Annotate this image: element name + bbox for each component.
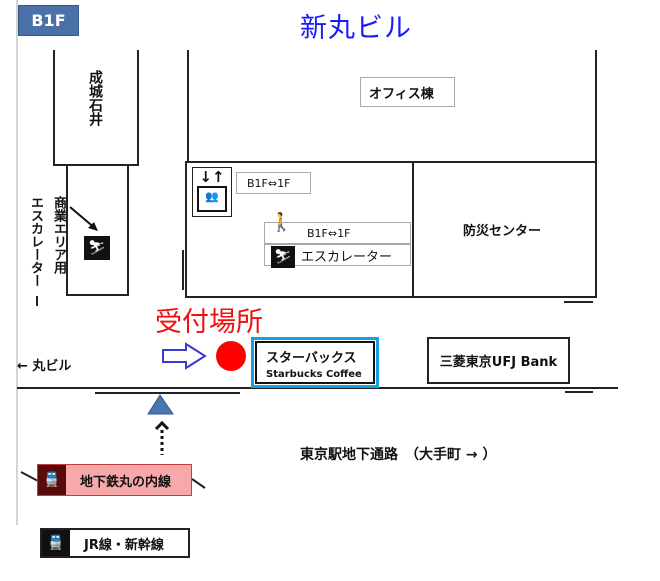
disaster-center-label: 防災センター — [463, 224, 542, 239]
stairs-icon: 🚶 — [270, 212, 293, 233]
commercial-escalator-label-1: 商業エリア用 — [51, 196, 66, 274]
escalator-label: エスカレーター — [264, 244, 411, 266]
pointer-arrow-icon — [162, 342, 207, 370]
jr-shinkansen-line: 🚆 JR線・新幹線 — [40, 528, 190, 558]
elevator-floors-label: B1F⇔1F — [236, 172, 311, 194]
jr-label: JR線・新幹線 — [84, 537, 164, 553]
seijo-ishii-label: 成城石井 — [87, 70, 103, 126]
passage-label: 東京駅地下通路 （大手町 → ） — [300, 447, 497, 463]
subway-label: 地下鉄丸の内線 — [80, 474, 172, 490]
elevator-icon: ↓↑ 👥 — [192, 167, 232, 217]
stairs-floors-label: B1F⇔1F — [264, 222, 411, 244]
escalator-icon-main: ⛷ — [271, 246, 295, 268]
reception-marker — [216, 341, 246, 371]
office-tower-label: オフィス棟 — [360, 77, 455, 107]
bank-box: 三菱東京UFJ Bank — [427, 337, 570, 384]
starbucks-en: Starbucks Coffee — [266, 369, 362, 380]
starbucks-box: スターバックス Starbucks Coffee — [251, 337, 379, 388]
starbucks-jp: スターバックス — [266, 351, 357, 366]
reception-label: 受付場所 — [155, 307, 263, 338]
building-title: 新丸ビル — [300, 13, 412, 44]
floor-badge: B1F — [18, 5, 79, 36]
escalator-icon: ⛷ — [84, 236, 110, 260]
train-icon: 🚆 — [38, 465, 66, 495]
subway-marunouchi-line: 🚆 地下鉄丸の内線 — [37, 464, 192, 496]
commercial-escalator-label-2: エスカレーター — [28, 196, 43, 287]
entrance-triangle-icon — [147, 394, 174, 415]
train-icon: 🚆 — [42, 530, 70, 556]
to-marunouchi-building: ← 丸ビル — [17, 359, 72, 374]
